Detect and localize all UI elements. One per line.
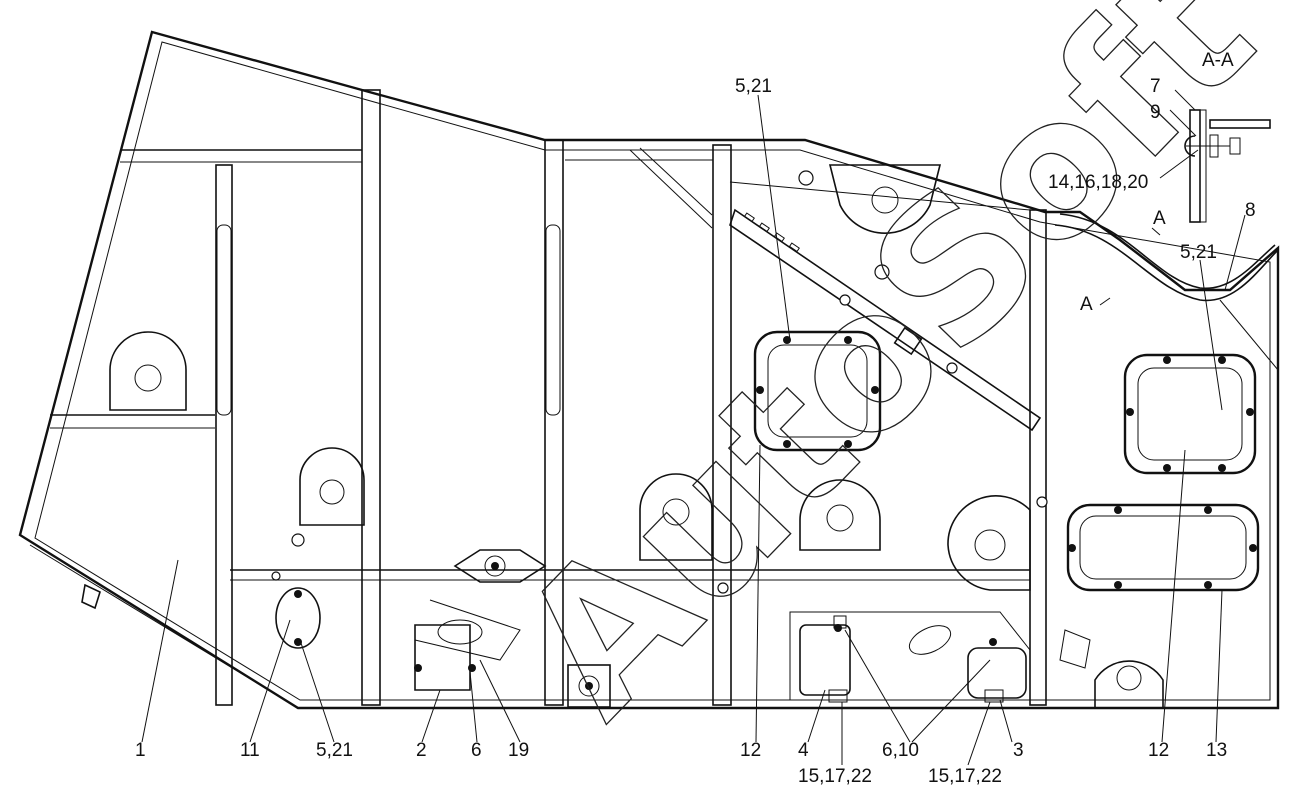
callout-14-16-18-20: 14,16,18,20 (1048, 172, 1148, 193)
callout-9: 9 (1150, 102, 1161, 123)
callout-15-17-22-left: 15,17,22 (798, 766, 872, 787)
callout-6: 6 (471, 740, 482, 761)
diagonal-brace (629, 147, 1042, 432)
callout-4: 4 (798, 740, 809, 761)
callout-11: 11 (240, 740, 260, 761)
chute-profile (1054, 213, 1279, 372)
view-mark: A (1080, 294, 1093, 315)
callout-19: 19 (508, 740, 529, 761)
callout-12-right: 12 (1148, 740, 1169, 761)
hatch-bolts (271, 170, 1257, 672)
mounting-tabs (828, 615, 1004, 703)
callout-15-17-22-right: 15,17,22 (928, 766, 1002, 787)
callout-5-21-top: 5,21 (735, 76, 772, 97)
callout-12-left: 12 (740, 740, 761, 761)
callout-5-21-bottom: 5,21 (316, 740, 353, 761)
section-mark: A (1153, 208, 1166, 229)
section-label: A-A (1202, 50, 1234, 71)
callout-13: 13 (1206, 740, 1227, 761)
callout-3: 3 (1013, 740, 1024, 761)
inspection-hatches (275, 330, 1260, 701)
leader-lines (141, 89, 1246, 766)
callouts-top: A-A 5,21 7 9 14,16,18,20 A 8 5,21 A (735, 50, 1256, 315)
callout-8: 8 (1245, 200, 1256, 221)
callouts-bottom: 1 11 5,21 2 6 19 12 4 6,10 3 12 13 15,17… (135, 740, 1227, 787)
panel-outline (18, 30, 1280, 710)
callout-7: 7 (1150, 76, 1161, 97)
bearing-mounts (109, 164, 1164, 709)
callout-5-21-right: 5,21 (1180, 242, 1217, 263)
watermark-text: AutoSoft (479, 0, 1294, 756)
callout-1: 1 (135, 740, 146, 761)
callout-6-10: 6,10 (882, 740, 919, 761)
callout-2: 2 (416, 740, 427, 761)
vertical-posts (215, 89, 1047, 706)
